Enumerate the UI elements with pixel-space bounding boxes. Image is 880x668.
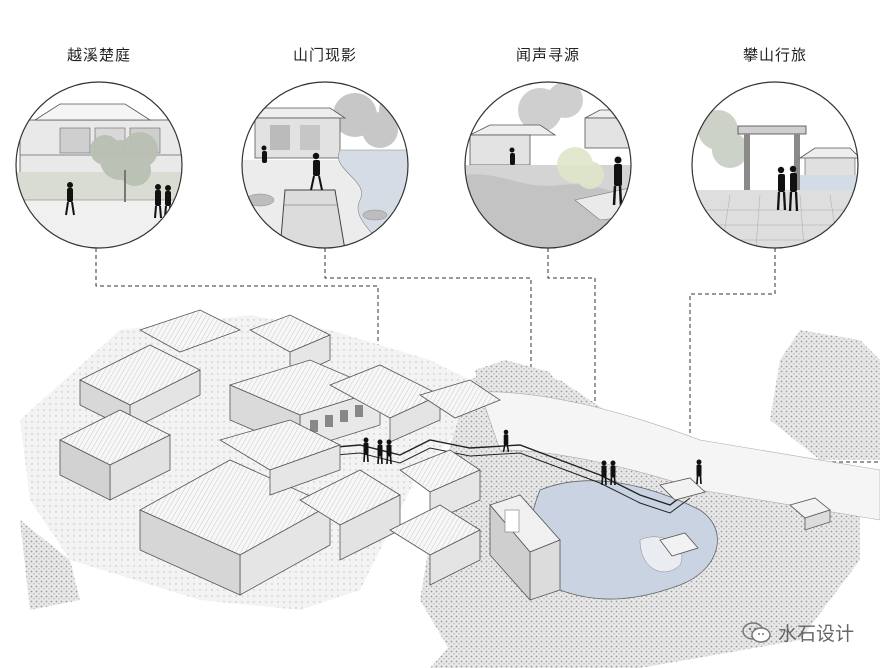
connector-3 — [547, 248, 596, 470]
vignette-circle-1 — [15, 81, 183, 249]
vignette-circle-2 — [241, 81, 409, 249]
watermark: 水石设计 — [742, 619, 854, 646]
connector-4 — [689, 248, 776, 470]
connector-2 — [324, 248, 532, 440]
connector-1 — [95, 248, 379, 440]
vignette-title-4: 攀山行旅 — [742, 46, 807, 64]
watermark-text: 水石设计 — [777, 623, 854, 645]
vignette-title-3: 闻声寻源 — [515, 46, 580, 64]
vignette-title-1: 越溪楚庭 — [66, 46, 131, 64]
vignette-circle-4 — [691, 81, 859, 249]
vignette-circle-3 — [464, 81, 632, 249]
wechat-icon — [742, 621, 771, 643]
site-plan — [20, 309, 880, 668]
vignette-title-2: 山门现影 — [292, 46, 357, 64]
